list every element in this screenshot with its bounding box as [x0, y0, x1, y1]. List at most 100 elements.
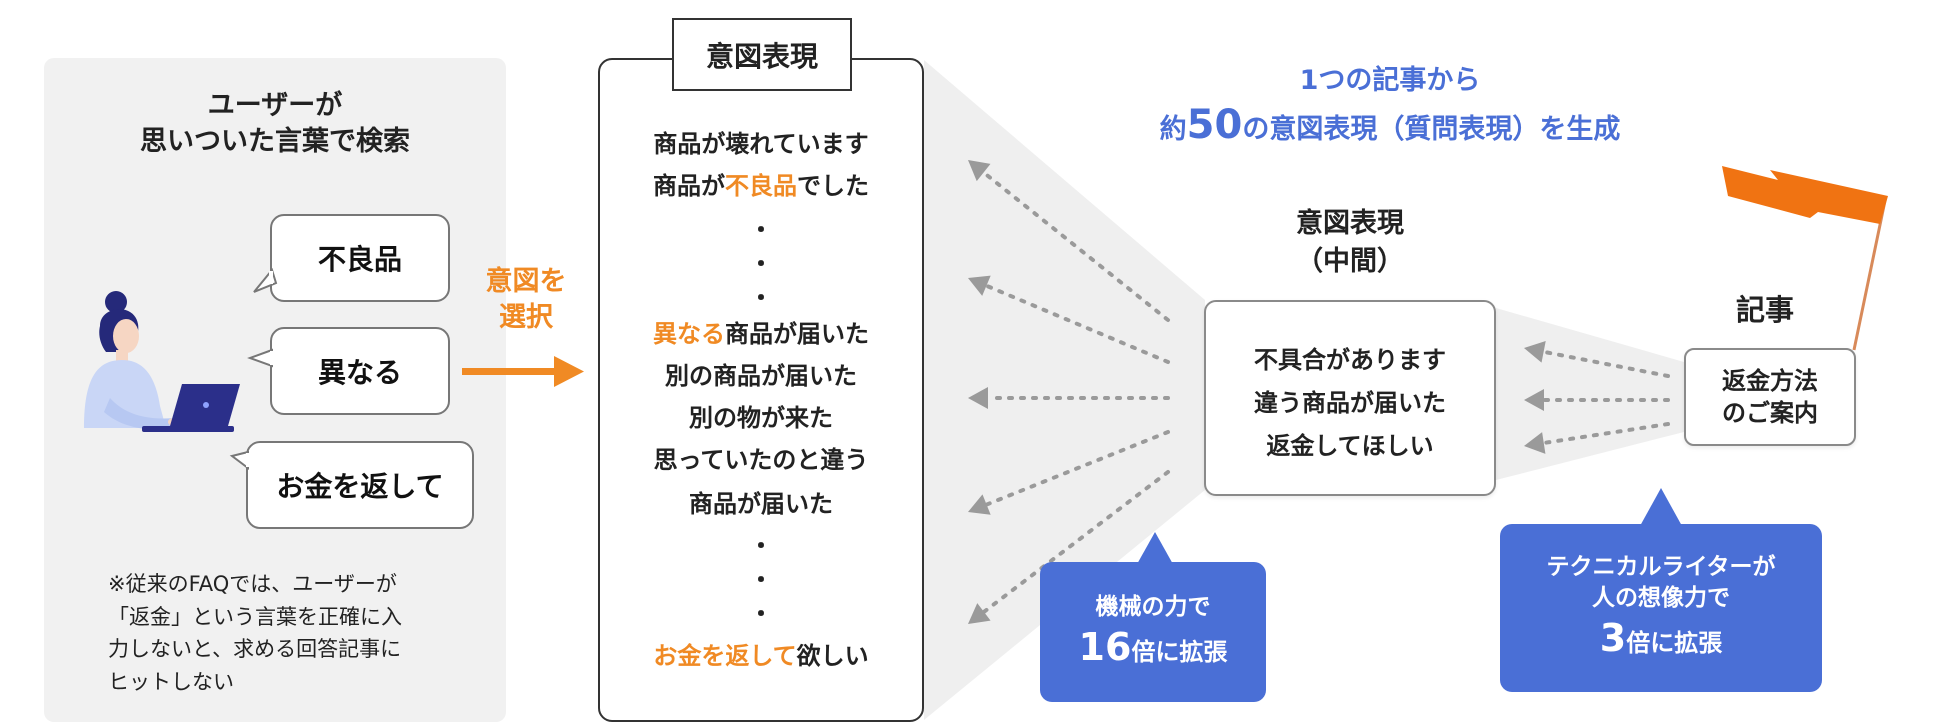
person-at-laptop-icon: [84, 291, 240, 432]
middle-label-line2: （中間）: [1296, 245, 1404, 277]
intent-item: 別の物が来た: [600, 398, 922, 433]
intent-keyword: 不良品: [725, 172, 797, 200]
right-arrow-icon: [462, 356, 584, 387]
intent-item: ・: [600, 526, 922, 561]
article-line2: のご案内: [1722, 399, 1818, 427]
middle-line: 返金してほしい: [1266, 432, 1434, 460]
intent-item: ・: [600, 594, 922, 629]
headline-line1: 1つの記事から: [1060, 58, 1720, 97]
intent-text: ・: [749, 284, 773, 312]
intent-text: ・: [749, 532, 773, 560]
dotted-arrow: [981, 170, 1170, 322]
intent-item: ・: [600, 560, 922, 595]
intent-list-label: 意図表現: [672, 18, 852, 91]
bubble-different: 異なる: [270, 327, 450, 415]
bubble-text: 不良品: [317, 243, 402, 276]
intent-text: 欲しい: [796, 642, 869, 670]
faq-note: ※従来のFAQでは、ユーザーが 「返金」という言葉を正確に入 力しないと、求める…: [108, 568, 468, 698]
note-line: ヒットしない: [108, 669, 234, 694]
note-line: 「返金」という言葉を正確に入: [108, 604, 402, 629]
intent-keyword: お金を返して: [653, 642, 797, 670]
callout-pointer: [1136, 532, 1174, 566]
intent-item: お金を返して欲しい: [600, 636, 922, 671]
middle-intent-label: 意図表現 （中間）: [1240, 205, 1460, 281]
fan-left: [924, 60, 1205, 720]
intent-list-label-text: 意図表現: [705, 39, 818, 73]
callout-machine-line2: 16倍に拡張: [1079, 623, 1228, 672]
arrow-head: [968, 275, 991, 296]
intent-text: 商品が届いた: [725, 320, 869, 348]
article-line1: 返金方法: [1722, 366, 1818, 395]
intent-text: 商品が届いた: [689, 490, 833, 518]
article-box: 返金方法 のご案内: [1684, 348, 1856, 446]
intent-text: 思っていたのと違う: [653, 446, 869, 474]
dotted-arrow: [1541, 349, 1670, 378]
callout-writer-line1: テクニカルライターが: [1546, 554, 1776, 581]
article-label-text: 記事: [1735, 293, 1794, 327]
intent-item: ・: [600, 244, 922, 279]
intent-item: 異なる商品が届いた: [600, 314, 922, 349]
intent-text: でした: [797, 172, 869, 200]
arrow-head: [968, 603, 991, 624]
bubble-text: お金を返して: [276, 470, 444, 503]
user-search-title: ユーザーが 思いついた言葉で検索: [44, 88, 506, 161]
intent-item: ・: [600, 210, 922, 245]
intent-item: 商品が届いた: [600, 484, 922, 519]
intent-item: 思っていたのと違う: [600, 440, 922, 475]
writer-expansion-callout: テクニカルライターが 人の想像力で 3倍に拡張: [1500, 524, 1822, 692]
dotted-arrow: [984, 430, 1170, 507]
headline-suffix: の意図表現（質問表現）を生成: [1242, 114, 1621, 145]
middle-line: 不具合があります: [1254, 346, 1446, 374]
dotted-arrow: [981, 470, 1170, 614]
middle-label-line1: 意図表現: [1296, 208, 1404, 239]
user-title-line2: 思いついた言葉で検索: [140, 126, 410, 158]
intent-keyword: 異なる: [653, 320, 725, 348]
headline-line2: 約50の意図表現（質問表現）を生成: [1060, 102, 1720, 148]
intent-text: 別の物が来た: [689, 404, 833, 432]
intent-expression-list: [598, 58, 924, 722]
arrow-head: [968, 387, 988, 409]
dotted-arrow: [984, 283, 1170, 364]
intent-text: ・: [749, 566, 773, 594]
callout-writer-line2: 人の想像力で: [1592, 585, 1730, 612]
callout-machine-number: 16: [1078, 624, 1132, 669]
bubble-text: 異なる: [317, 356, 402, 389]
select-intent-label: 意図を 選択: [478, 264, 574, 336]
intent-item: ・: [600, 278, 922, 313]
arrow-head: [1524, 389, 1544, 411]
intent-text: 商品が壊れています: [653, 130, 869, 158]
intent-text: ・: [749, 250, 773, 278]
headline-text: 1つの記事から: [1299, 65, 1481, 96]
intent-item: 商品が壊れています: [600, 124, 922, 159]
article-label: 記事: [1710, 287, 1820, 329]
bubble-refund: お金を返して: [246, 441, 474, 529]
callout-machine-suffix: 倍に拡張: [1131, 637, 1228, 666]
headline-prefix: 約: [1159, 114, 1187, 145]
callout-writer-line3: 3倍に拡張: [1600, 614, 1722, 663]
arrow-head: [1524, 341, 1546, 363]
callout-writer-suffix: 倍に拡張: [1626, 629, 1723, 658]
dotted-arrow: [1541, 422, 1670, 445]
arrow-head: [968, 160, 991, 182]
middle-line: 違う商品が届いた: [1254, 389, 1446, 417]
note-line: 力しないと、求める回答記事に: [108, 637, 402, 662]
note-line: ※従来のFAQでは、ユーザーが: [108, 572, 397, 596]
arrow-head: [968, 494, 991, 515]
intent-text: 商品が: [653, 172, 725, 200]
intent-text: ・: [749, 600, 773, 628]
select-label-line2: 選択: [499, 301, 553, 333]
machine-expansion-callout: 機械の力で 16倍に拡張: [1040, 562, 1266, 702]
user-title-line1: ユーザーが: [207, 90, 343, 121]
arrow-head: [1524, 432, 1546, 454]
bubble-defective: 不良品: [270, 214, 450, 302]
flag-icon: [1722, 166, 1888, 351]
intent-text: 別の商品が届いた: [665, 362, 857, 390]
callout-pointer: [1640, 488, 1682, 526]
headline-number: 50: [1186, 102, 1243, 148]
callout-machine-line1: 機械の力で: [1095, 593, 1211, 620]
intent-item: 別の商品が届いた: [600, 356, 922, 391]
middle-intent-box: [1204, 300, 1496, 496]
